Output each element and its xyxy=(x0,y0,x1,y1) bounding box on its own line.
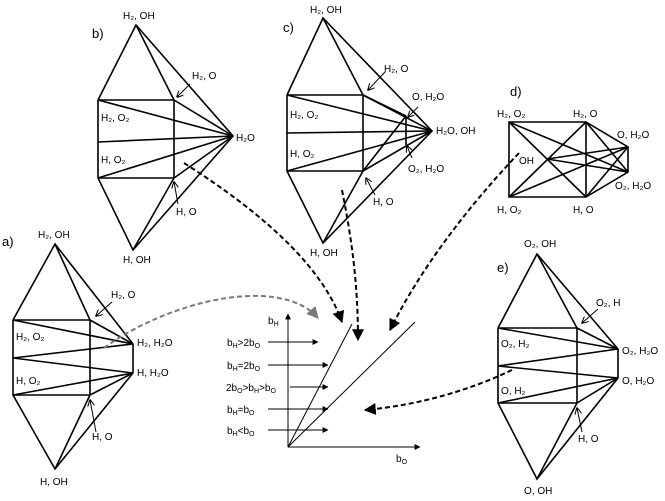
panel-c-arrow-mid xyxy=(408,106,419,117)
panel-a: a) H₂, OH H, OH H₂, O H₂, O₂ H, O₂ H₂, H… xyxy=(2,230,173,488)
panel-b-left-lower-label: H, O₂ xyxy=(101,155,126,166)
graph-line-2bo xyxy=(287,323,353,448)
svg-text:bH>2bO: bH>2bO xyxy=(227,338,261,350)
connector-e-arrow xyxy=(363,369,513,415)
panel-c-lower-mid-label: H, O xyxy=(373,197,394,208)
panel-a-right-lower-label: H, H₂O xyxy=(137,368,169,379)
panel-b-arrow-lower xyxy=(174,182,178,205)
panel-e-upper-right-label: O₂, H xyxy=(596,298,620,309)
panel-c-top-label: H₂, OH xyxy=(310,5,342,16)
connector-d-arrow xyxy=(389,152,520,332)
panel-a-letter: a) xyxy=(2,234,14,249)
panel-b-polyhedron xyxy=(97,23,235,252)
panel-a-arrow-upper xyxy=(96,301,113,316)
panel-e-arrow-upper xyxy=(582,308,599,323)
region-bh-eq-bo: bH=bO xyxy=(227,405,329,417)
svg-text:2bO>bH>bO: 2bO>bH>bO xyxy=(226,383,276,395)
svg-text:bH=bO: bH=bO xyxy=(227,405,255,417)
panel-a-upper-right-label: H₂, O xyxy=(111,290,136,301)
connector-a-arrow xyxy=(103,294,319,349)
graph-y-axis-label: bH xyxy=(268,316,279,328)
panel-e-left-lower-label: O, H₂ xyxy=(501,386,526,397)
panel-b: b) H₂, OH H, OH H₂, O H₂, O₂ H, O₂ H₂O H… xyxy=(92,11,255,266)
panel-e-arrow-lower xyxy=(577,408,583,433)
svg-text:bH=2bO: bH=2bO xyxy=(227,361,261,373)
panel-e-lower-mid-label: H, O xyxy=(578,434,599,445)
panel-d: d) H₂, O₂ H₂, O O, H₂O OH O₂, H₂O H, O₂ … xyxy=(497,84,651,216)
region-bh-gt-2bo: bH>2bO xyxy=(227,338,319,350)
panel-a-top-label: H₂, OH xyxy=(38,230,70,241)
region-bh-eq-2bo: bH=2bO xyxy=(227,361,329,373)
panel-c-arrow-upper xyxy=(368,71,386,90)
panel-a-left-lower-label: H, O₂ xyxy=(16,376,41,387)
panel-b-apex-right-label: H₂O xyxy=(236,133,255,144)
panel-e-right-upper-label: O₂, H₂O xyxy=(622,346,658,357)
panel-a-lower-mid-label: H, O xyxy=(92,432,113,443)
connector-c-arrow xyxy=(341,189,364,342)
panel-b-upper-right-label: H₂, O xyxy=(192,71,217,82)
panel-b-arrow-upper xyxy=(177,83,191,97)
panel-c-bottom-label: H, OH xyxy=(310,248,338,259)
panel-d-right-lower-label: O₂, H₂O xyxy=(615,181,651,192)
panel-e-left-upper-label: O₂, H₂ xyxy=(501,339,529,350)
panel-c-polyhedron xyxy=(286,16,434,245)
panel-a-arrow-lower xyxy=(90,400,97,433)
panel-e-top-label: O₂, OH xyxy=(524,239,556,250)
panel-c-arrow-lower xyxy=(366,178,376,196)
panel-e-bottom-label: O, OH xyxy=(524,486,552,497)
svg-text:bH<bO: bH<bO xyxy=(227,426,255,438)
panel-d-bottom-mid-label: H, O xyxy=(573,205,594,216)
panel-b-letter: b) xyxy=(92,26,104,41)
panel-c-arrow-right-lower xyxy=(407,146,412,159)
panel-d-top-left-label: H₂, O₂ xyxy=(497,109,525,120)
panel-e-right-lower-label: O, H₂O xyxy=(622,376,654,387)
panel-b-top-label: H₂, OH xyxy=(123,11,155,22)
panel-d-letter: d) xyxy=(510,84,522,99)
panel-a-bottom-label: H, OH xyxy=(40,477,68,488)
panel-c: c) H₂, OH H, OH H₂, O O, H₂O H₂, O₂ H, O… xyxy=(283,5,475,259)
connector-b-arrow xyxy=(183,162,345,324)
panel-d-bottom-left-label: H, O₂ xyxy=(497,205,522,216)
panel-a-polyhedron xyxy=(12,242,134,471)
region-2bo-gt-bh-gt-bo: 2bO>bH>bO xyxy=(226,383,329,395)
panel-e-letter: e) xyxy=(497,260,509,275)
panel-c-letter: c) xyxy=(283,20,294,35)
panel-b-left-upper-label: H₂, O₂ xyxy=(101,113,129,124)
panel-a-left-upper-label: H₂, O₂ xyxy=(16,332,44,343)
graph-x-axis-label: bO xyxy=(396,454,408,466)
panel-c-mid-right-label: O, H₂O xyxy=(412,92,444,103)
panel-d-top-mid-label: H₂, O xyxy=(573,109,598,120)
panel-b-bottom-label: H, OH xyxy=(123,255,151,266)
panel-d-polyhedron xyxy=(508,121,629,198)
panel-c-upper-right-label: H₂, O xyxy=(384,64,409,75)
region-graph: bH bO bH>2bO bH=2bO 2bO>bH>bO bH=bO bH<b… xyxy=(226,313,421,466)
panel-e: e) O₂, OH O, OH O₂, H O₂, H₂ O, H₂ O₂, H… xyxy=(497,239,658,497)
panel-c-right-lower-label: O₂, H₂O xyxy=(408,164,444,175)
panel-d-right-upper-label: O, H₂O xyxy=(617,130,649,141)
panel-b-lower-mid-label: H, O xyxy=(176,207,197,218)
panel-a-right-upper-label: H₂, H₂O xyxy=(137,338,173,349)
panel-c-left-lower-label: H, O₂ xyxy=(290,149,315,160)
panel-c-apex-right-label: H₂O, OH xyxy=(436,126,475,137)
panel-e-polyhedron xyxy=(497,252,619,481)
panel-d-center-label: OH xyxy=(519,156,534,167)
graph-line-bo xyxy=(287,321,416,448)
region-bh-lt-bo: bH<bO xyxy=(227,426,329,438)
panel-c-left-upper-label: H₂, O₂ xyxy=(290,110,318,121)
